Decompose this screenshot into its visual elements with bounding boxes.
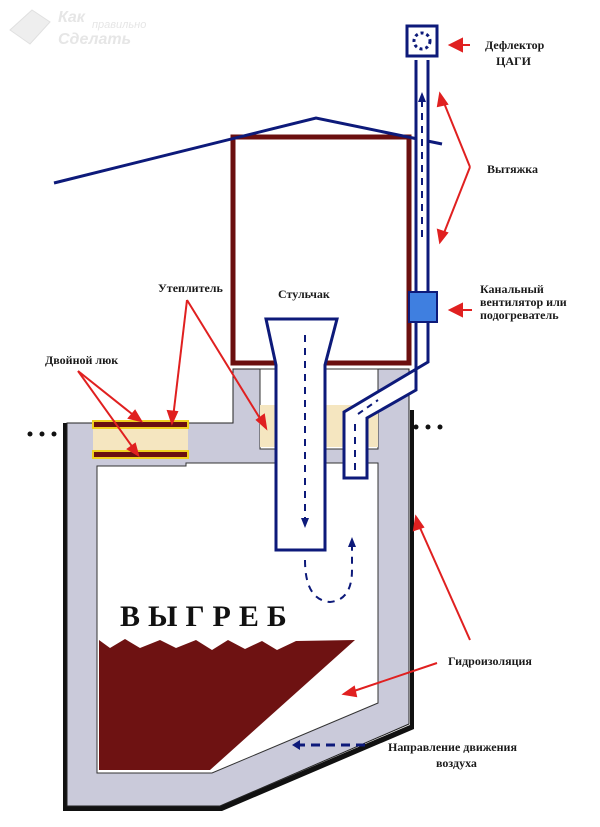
double-hatch: [92, 420, 189, 459]
label-fan-2: вентилятор или: [480, 295, 567, 309]
ground-level-right: [413, 424, 443, 430]
callout-arrows: [77, 37, 472, 698]
label-seat: Стульчак: [278, 287, 330, 301]
channel-fan: [408, 291, 438, 323]
deflector-tsagi: [405, 24, 439, 58]
label-deflector-1: Дефлектор: [485, 38, 545, 52]
logo-text-pravilno: правильно: [92, 19, 146, 31]
label-deflector-2: ЦАГИ: [496, 54, 532, 68]
sludge-mass: [99, 639, 355, 770]
airflow-down-arrowhead: [301, 518, 309, 528]
airflow-uturn: [304, 545, 353, 604]
label-fan-1: Канальный: [480, 282, 544, 296]
logo-text-kak: Как: [58, 9, 86, 26]
label-exhaust: Вытяжка: [487, 162, 538, 176]
label-waterproofing: Гидроизоляция: [448, 654, 532, 668]
airflow-up-pipe-arrowhead: [418, 92, 426, 102]
logo-house-icon: [9, 9, 51, 45]
airflow-pipe-bend: [357, 399, 379, 415]
toilet-seat-funnel: [264, 317, 339, 552]
logo-text-sdelat: Сделать: [58, 31, 131, 48]
label-fan-3: подогреватель: [480, 308, 559, 322]
airflow-up-arrowhead: [348, 537, 356, 547]
label-airflow-1: Направление движения: [388, 740, 517, 754]
label-insulation: Утеплитель: [158, 281, 224, 295]
label-airflow-2: воздуха: [436, 756, 477, 770]
label-double-hatch: Двойной люк: [45, 353, 118, 367]
cesspit-label: ВЫГРЕБ: [120, 600, 295, 633]
roof: [53, 116, 443, 185]
airflow-legend-icon: [292, 740, 365, 750]
site-logo: Как правильно Сделать: [9, 9, 146, 48]
ground-level-left: [27, 431, 57, 437]
